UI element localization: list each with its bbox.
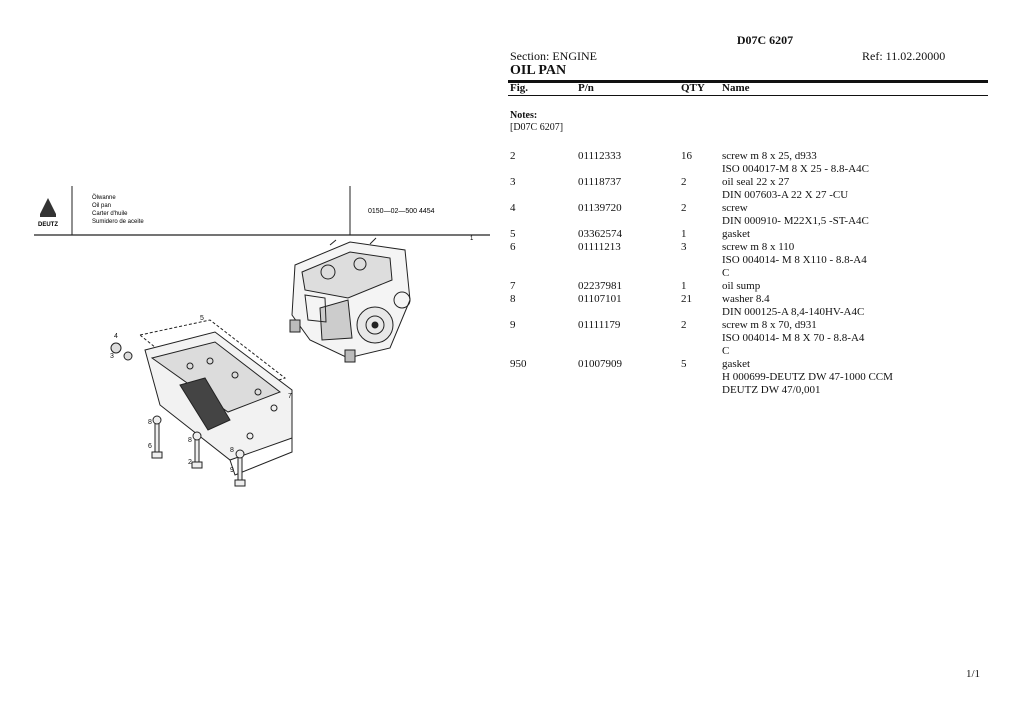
- cell-name: screw: [722, 202, 748, 214]
- plug-screw-4: [110, 342, 122, 354]
- cell-fig: 5: [510, 228, 516, 240]
- callout-5: 5: [200, 315, 204, 322]
- cell-part-number: 02237981: [578, 280, 622, 292]
- callout-3: 3: [110, 353, 114, 360]
- cell-qty: 16: [681, 150, 692, 162]
- heading-rule: [508, 80, 988, 83]
- column-header-qty: QTY: [681, 82, 705, 94]
- cell-name: DIN 000910- M22X1,5 -ST-A4C: [722, 215, 869, 227]
- cell-part-number: 01107101: [578, 293, 622, 305]
- cell-part-number: 01007909: [578, 358, 622, 370]
- cell-part-number: 03362574: [578, 228, 622, 240]
- oil-pan-illustration: [110, 319, 293, 476]
- column-header-rule: [508, 95, 988, 96]
- cell-fig: 950: [510, 358, 527, 370]
- notes-value: [D07C 6207]: [510, 122, 564, 133]
- engine-illustration: [289, 237, 411, 363]
- cell-fig: 9: [510, 319, 516, 331]
- cell-name: screw m 8 x 110: [722, 241, 795, 253]
- cell-fig: 6: [510, 241, 516, 253]
- column-header-pn: P/n: [578, 82, 594, 94]
- diagram-title-fr: Carter d'huile: [92, 211, 128, 217]
- cell-qty: 21: [681, 293, 692, 305]
- cell-name: washer 8.4: [722, 293, 770, 305]
- reference-label: Ref: 11.02.20000: [862, 49, 946, 63]
- document-title: D07C 6207: [736, 33, 794, 47]
- column-header-name: Name: [722, 82, 750, 94]
- column-header-fig: Fig.: [510, 82, 529, 94]
- cell-part-number: 01111213: [578, 241, 621, 253]
- callout-8a: 8: [148, 419, 152, 426]
- callout-8b: 8: [188, 437, 192, 444]
- cell-qty: 5: [681, 358, 687, 370]
- cell-qty: 2: [681, 319, 687, 331]
- cell-name: oil sump: [722, 280, 761, 292]
- callout-labels: 5 4 3 7 8 6 8 2 8 9: [110, 315, 292, 474]
- gasket-outline: [138, 319, 287, 401]
- cell-name: oil seal 22 x 27: [722, 176, 790, 188]
- page-number: 1/1: [966, 668, 981, 680]
- callout-2: 2: [188, 459, 192, 466]
- cell-part-number: 01139720: [578, 202, 622, 214]
- callout-6: 6: [148, 443, 152, 450]
- cell-name: gasket: [722, 358, 751, 370]
- drawing-code: 0150—02—500 4454: [368, 208, 435, 215]
- cell-name: gasket: [722, 228, 751, 240]
- cell-name: DIN 007603-A 22 X 27 -CU: [722, 189, 849, 201]
- cell-part-number: 01118737: [578, 176, 622, 188]
- cell-name: C: [722, 267, 730, 279]
- brand-text: DEUTZ: [38, 222, 58, 228]
- callout-8c: 8: [230, 447, 234, 454]
- cell-qty: 3: [681, 241, 687, 253]
- diagram-title-de: Ölwanne: [92, 194, 116, 201]
- cell-qty: 1: [681, 280, 687, 292]
- cell-name: H 000699-DEUTZ DW 47-1000 CCM: [722, 371, 893, 383]
- cell-name: ISO 004014- M 8 X 70 - 8.8-A4: [722, 332, 865, 344]
- cell-name: screw m 8 x 25, d933: [722, 150, 817, 162]
- notes-label: Notes:: [510, 110, 538, 121]
- diagram-title-es: Sumidero de aceite: [92, 219, 144, 225]
- oil-seal-3: [123, 351, 133, 361]
- cell-fig: 4: [510, 202, 516, 214]
- cell-name: DIN 000125-A 8,4-140HV-A4C: [722, 306, 865, 318]
- bolt-set: [151, 415, 246, 487]
- sheet-number: 1: [470, 236, 474, 242]
- cell-name: DEUTZ DW 47/0,001: [722, 384, 821, 396]
- cell-fig: 2: [510, 150, 516, 162]
- cell-fig: 8: [510, 293, 516, 305]
- callout-7: 7: [288, 393, 292, 400]
- cell-name: screw m 8 x 70, d931: [722, 319, 817, 331]
- cell-qty: 2: [681, 202, 687, 214]
- cell-name: C: [722, 345, 730, 357]
- cell-fig: 3: [510, 176, 516, 188]
- deutz-logo: [40, 198, 56, 217]
- cell-qty: 2: [681, 176, 687, 188]
- title-block: DEUTZ Ölwanne Oil pan Carter d'huile Sum…: [34, 186, 490, 242]
- cell-name: ISO 004017-M 8 X 25 - 8.8-A4C: [722, 163, 869, 175]
- section-label: Section: ENGINE: [510, 49, 597, 63]
- cell-fig: 7: [510, 280, 516, 292]
- callout-9: 9: [230, 467, 234, 474]
- cell-name: ISO 004014- M 8 X110 - 8.8-A4: [722, 254, 867, 266]
- diagram-title-en: Oil pan: [92, 203, 111, 209]
- cell-part-number: 01111179: [578, 319, 621, 331]
- cell-part-number: 01112333: [578, 150, 622, 162]
- cell-qty: 1: [681, 228, 687, 240]
- page-heading: OIL PAN: [510, 63, 567, 78]
- oil-pan-diagram: DEUTZ Ölwanne Oil pan Carter d'huile Sum…: [34, 186, 490, 487]
- callout-4: 4: [114, 333, 118, 340]
